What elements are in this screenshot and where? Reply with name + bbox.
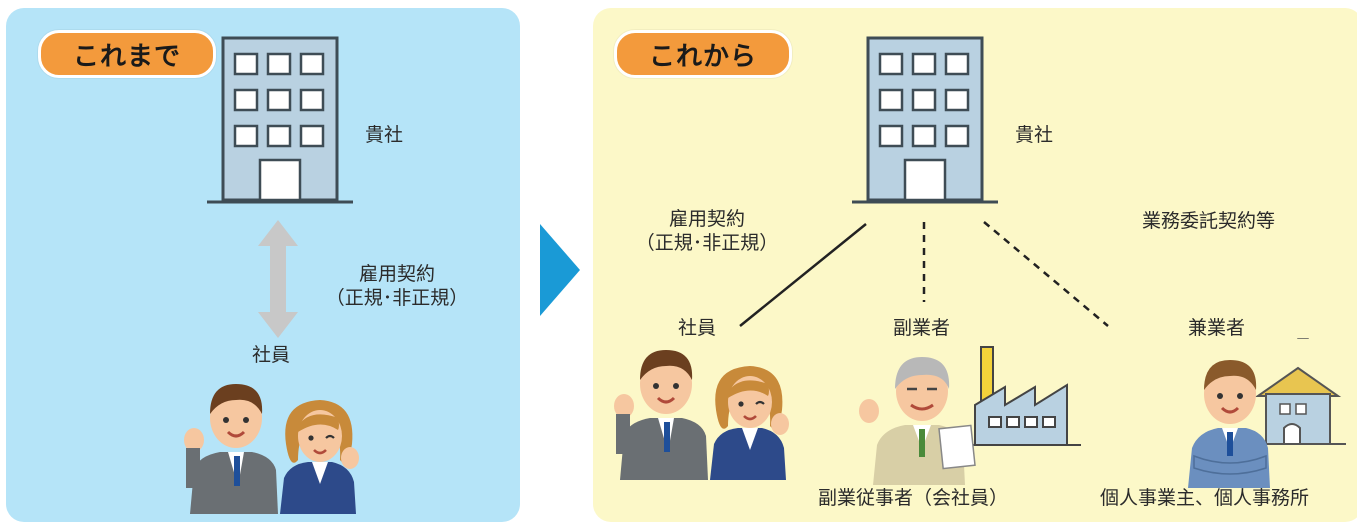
dual-job-line: [983, 221, 1109, 327]
after-contract-label: 雇用契約 （正規･非正規）: [612, 207, 802, 255]
relationship-lines: [739, 221, 1109, 327]
house-icon: [1250, 338, 1346, 445]
contract-line1: 雇用契約: [668, 208, 745, 230]
contract-line1: 雇用契約: [358, 263, 435, 285]
before-employee-label: 社員: [252, 344, 291, 366]
before-company-label: 貴社: [365, 124, 404, 146]
side-job-caption: 副業従事者（会社員）: [818, 487, 1009, 509]
before-title-badge: これまで: [38, 30, 216, 78]
before-contract-label: 雇用契約 （正規･非正規）: [312, 262, 482, 310]
after-title-badge: これから: [614, 30, 792, 78]
employees-illustration: [184, 384, 359, 514]
outsourcing-label: 業務委託契約等: [1142, 210, 1276, 232]
double-arrow-icon: [258, 220, 298, 338]
side-job-worker-illustration: [859, 346, 1081, 485]
factory-icon: [967, 346, 1081, 446]
dual-job-worker-illustration: [1188, 338, 1346, 488]
dual-job-label: 兼業者: [1188, 317, 1246, 339]
side-job-label: 副業者: [893, 317, 951, 339]
after-employee-label: 社員: [678, 317, 717, 339]
contract-line2: （正規･非正規）: [635, 232, 779, 254]
employment-line: [739, 223, 867, 327]
contract-line2: （正規･非正規）: [325, 287, 469, 309]
company-building-icon: [852, 36, 998, 204]
after-company-label: 貴社: [1015, 124, 1054, 146]
company-building-icon: [207, 36, 353, 204]
transition-arrow-icon: [540, 224, 580, 316]
employees-illustration: [614, 350, 789, 480]
dual-job-caption: 個人事業主、個人事務所: [1100, 487, 1310, 509]
